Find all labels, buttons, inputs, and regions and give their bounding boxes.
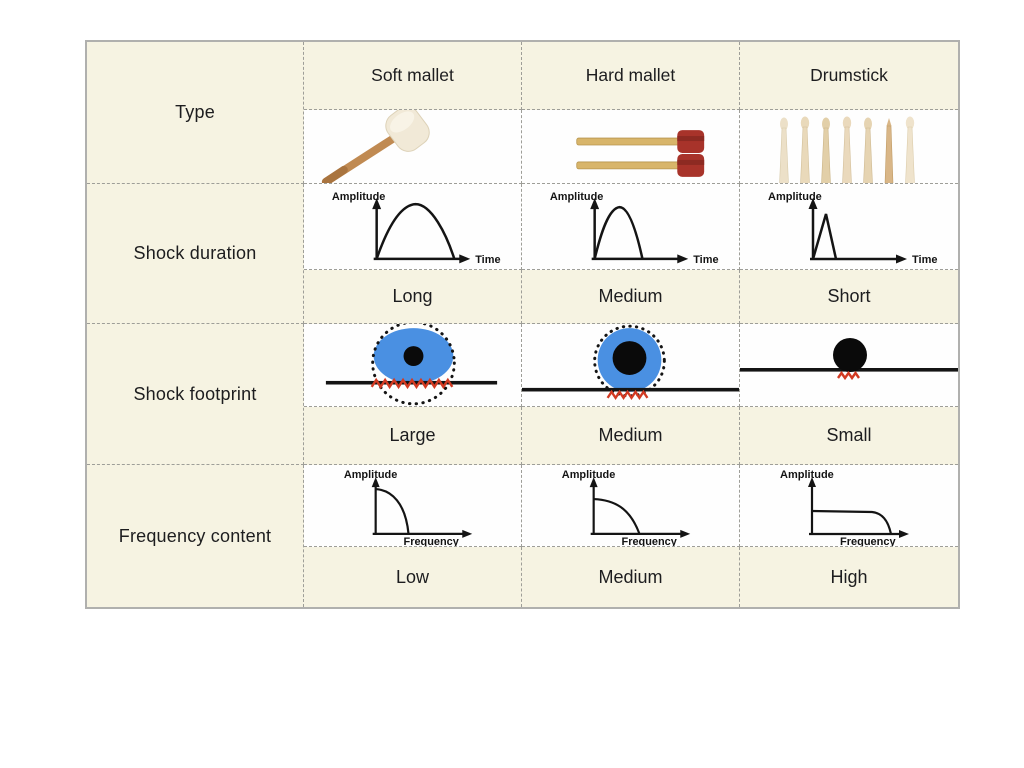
row-label-shock-footprint-text: Shock footprint bbox=[133, 383, 257, 404]
amplitude-axis-label: Amplitude bbox=[562, 469, 615, 481]
shock-duration-graph-soft: Amplitude Time bbox=[304, 184, 522, 270]
amplitude-axis-label: Amplitude bbox=[768, 191, 822, 203]
shock-footprint-soft bbox=[304, 324, 522, 407]
amplitude-frequency-graph-high: Amplitude Frequency bbox=[780, 469, 909, 547]
value-text: Low bbox=[395, 566, 430, 587]
row-label-frequency-content-text: Frequency content bbox=[118, 525, 272, 546]
frequency-content-value-hard: Medium bbox=[522, 547, 740, 607]
shock-footprint-value-soft: Large bbox=[304, 407, 522, 465]
frequency-content-graph-drumstick: Amplitude Frequency bbox=[740, 465, 958, 547]
hard-mallet-icon bbox=[576, 129, 705, 177]
small-contact-footprint-diagram bbox=[740, 337, 958, 380]
column-header-hard-mallet: Hard mallet bbox=[522, 42, 740, 110]
shock-footprint-value-hard: Medium bbox=[522, 407, 740, 465]
time-axis-label: Time bbox=[912, 254, 937, 266]
drumsticks-icon bbox=[779, 116, 915, 183]
soft-mallet-icon bbox=[321, 110, 430, 183]
amplitude-axis-label: Amplitude bbox=[332, 191, 385, 203]
value-text: Medium bbox=[598, 425, 663, 445]
frequency-content-value-soft: Low bbox=[304, 547, 522, 607]
value-text: Short bbox=[827, 286, 871, 306]
frequency-axis-label: Frequency bbox=[404, 535, 460, 546]
row-label-frequency-content: Frequency content bbox=[87, 465, 304, 607]
amplitude-time-graph-sharp-spike: Amplitude Time bbox=[768, 191, 937, 266]
row-label-shock-duration-text: Shock duration bbox=[133, 243, 257, 263]
row-label-shock-duration: Shock duration bbox=[87, 184, 304, 324]
value-text: Medium bbox=[598, 566, 663, 587]
frequency-axis-label: Frequency bbox=[840, 536, 897, 547]
soft-mallet-image bbox=[304, 110, 522, 184]
drumstick-image bbox=[740, 110, 958, 184]
value-text: High bbox=[830, 566, 868, 587]
shock-footprint-drumstick bbox=[740, 324, 958, 407]
contact-zone-marker bbox=[837, 370, 860, 380]
amplitude-frequency-graph-low: Amplitude Frequency bbox=[344, 469, 473, 546]
column-header-hard-mallet-text: Hard mallet bbox=[585, 65, 676, 85]
amplitude-axis-label: Amplitude bbox=[550, 191, 603, 203]
time-axis-label: Time bbox=[693, 253, 718, 265]
shock-duration-value-drumstick: Short bbox=[740, 270, 958, 324]
contact-zone-marker bbox=[606, 389, 649, 400]
shock-duration-value-hard: Medium bbox=[522, 270, 740, 324]
column-header-drumstick-text: Drumstick bbox=[810, 65, 888, 85]
shock-duration-graph-drumstick: Amplitude Time bbox=[740, 184, 958, 270]
amplitude-axis-label: Amplitude bbox=[344, 469, 397, 481]
amplitude-time-graph-wide-pulse: Amplitude Time bbox=[332, 191, 501, 266]
frequency-content-graph-soft: Amplitude Frequency bbox=[304, 465, 522, 547]
time-axis-label: Time bbox=[475, 253, 500, 265]
row-label-type: Type bbox=[87, 42, 304, 184]
row-label-type-text: Type bbox=[175, 102, 215, 122]
surface-line bbox=[522, 387, 739, 391]
large-contact-footprint-diagram bbox=[325, 324, 498, 405]
amplitude-frequency-graph-medium: Amplitude Frequency bbox=[562, 469, 691, 546]
frequency-content-graph-hard: Amplitude Frequency bbox=[522, 465, 740, 547]
amplitude-axis-label: Amplitude bbox=[780, 469, 834, 481]
shock-duration-graph-hard: Amplitude Time bbox=[522, 184, 740, 270]
value-text: Medium bbox=[598, 286, 663, 306]
shock-footprint-value-drumstick: Small bbox=[740, 407, 958, 465]
column-header-soft-mallet: Soft mallet bbox=[304, 42, 522, 110]
column-header-drumstick: Drumstick bbox=[740, 42, 958, 110]
value-text: Long bbox=[392, 286, 433, 306]
shock-duration-value-soft: Long bbox=[304, 270, 522, 324]
frequency-axis-label: Frequency bbox=[622, 535, 678, 546]
medium-contact-footprint-diagram bbox=[522, 324, 739, 400]
contact-zone-marker bbox=[370, 377, 454, 389]
frequency-content-value-drumstick: High bbox=[740, 547, 958, 607]
value-text: Large bbox=[389, 425, 436, 445]
value-text: Small bbox=[826, 425, 872, 445]
comparison-table: Type Soft mallet Hard mallet Drumstick bbox=[85, 40, 960, 609]
shock-footprint-hard bbox=[522, 324, 740, 407]
amplitude-time-graph-medium-pulse: Amplitude Time bbox=[550, 191, 719, 266]
column-header-soft-mallet-text: Soft mallet bbox=[371, 65, 454, 85]
row-label-shock-footprint: Shock footprint bbox=[87, 324, 304, 465]
hard-mallet-image bbox=[522, 110, 740, 184]
